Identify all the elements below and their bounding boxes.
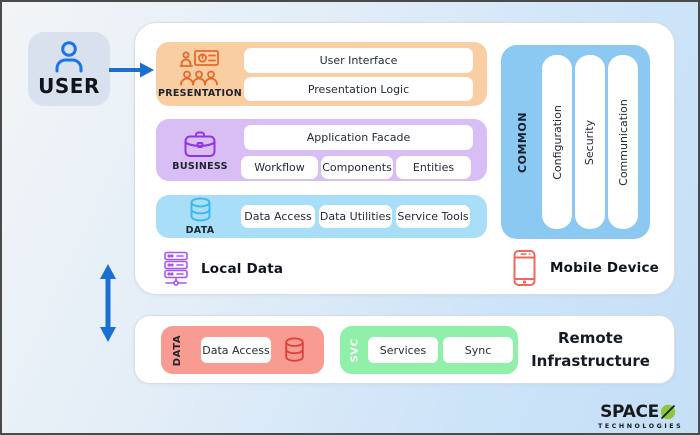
user-icon bbox=[55, 41, 83, 73]
data-layer: DATA Data Access Data Utilities Service … bbox=[156, 195, 487, 238]
presentation-icon bbox=[179, 49, 219, 85]
data-utilities-box: Data Utilities bbox=[319, 205, 392, 228]
briefcase-icon bbox=[184, 131, 216, 157]
user-interface-box: User Interface bbox=[244, 48, 473, 73]
services-box: Services bbox=[368, 337, 438, 363]
remote-title-line1: Remote bbox=[557, 329, 623, 347]
presentation-layer: PRESENTATION User Interface Presentation… bbox=[156, 42, 487, 106]
local-data-row: Local Data bbox=[161, 249, 283, 289]
business-layer-head: BUSINESS bbox=[156, 119, 244, 181]
application-facade-box: Application Facade bbox=[244, 125, 473, 150]
logo-sub-text: TECHNOLOGIES bbox=[598, 423, 684, 430]
remote-svc-group: SVC Services Sync bbox=[340, 326, 518, 374]
mobile-device-row: Mobile Device bbox=[511, 248, 659, 288]
presentation-layer-head: PRESENTATION bbox=[156, 42, 244, 106]
configuration-label: Configuration bbox=[550, 104, 564, 180]
logo-brand-text: SPACE bbox=[600, 402, 659, 422]
sync-box: Sync bbox=[443, 337, 513, 363]
workflow-box: Workflow bbox=[241, 156, 318, 179]
user-box: USER bbox=[28, 32, 110, 106]
communication-bar: Communication bbox=[608, 55, 638, 229]
entities-box: Entities bbox=[396, 156, 471, 179]
mobile-icon bbox=[513, 250, 536, 286]
security-label: Security bbox=[583, 119, 597, 165]
components-box: Components bbox=[321, 156, 393, 179]
local-data-label: Local Data bbox=[201, 261, 284, 277]
user-label: USER bbox=[38, 74, 100, 98]
communication-label: Communication bbox=[616, 98, 630, 186]
mobile-device-label: Mobile Device bbox=[550, 260, 660, 276]
remote-infrastructure-panel: DATA Data Access SVC Services Sync Remot… bbox=[134, 315, 675, 384]
data-label: DATA bbox=[185, 225, 215, 236]
database-icon bbox=[190, 197, 210, 222]
presentation-label: PRESENTATION bbox=[157, 87, 243, 99]
logo-o-slash-icon bbox=[660, 404, 676, 420]
remote-data-label: DATA bbox=[172, 334, 184, 366]
remote-svc-label-col: SVC bbox=[340, 326, 370, 374]
remote-data-label-col: DATA bbox=[161, 326, 195, 374]
remote-svc-label: SVC bbox=[349, 337, 361, 363]
local-remote-sync-arrow-icon bbox=[100, 264, 116, 342]
remote-database-icon bbox=[285, 337, 304, 362]
remote-data-access-box: Data Access bbox=[201, 337, 271, 363]
presentation-logic-box: Presentation Logic bbox=[244, 77, 473, 101]
server-icon bbox=[164, 251, 188, 286]
remote-infrastructure-title: Remote Infrastructure bbox=[513, 327, 668, 374]
remote-title-line2: Infrastructure bbox=[531, 352, 650, 371]
user-to-app-arrow-icon bbox=[109, 62, 154, 78]
data-layer-head: DATA bbox=[156, 195, 244, 238]
security-bar: Security bbox=[575, 55, 605, 229]
common-label: COMMON bbox=[515, 111, 529, 173]
common-label-col: COMMON bbox=[501, 45, 543, 239]
business-layer: BUSINESS Application Facade Workflow Com… bbox=[156, 119, 487, 181]
common-block: COMMON Configuration Security Communicat… bbox=[501, 45, 650, 239]
configuration-bar: Configuration bbox=[542, 55, 572, 229]
mobile-app-panel: PRESENTATION User Interface Presentation… bbox=[134, 22, 675, 295]
spaceo-logo: SPACE TECHNOLOGIES bbox=[598, 402, 684, 430]
service-tools-box: Service Tools bbox=[396, 205, 470, 228]
business-label: BUSINESS bbox=[172, 160, 228, 172]
data-access-box: Data Access bbox=[241, 205, 315, 228]
remote-data-group: DATA Data Access bbox=[161, 326, 324, 374]
